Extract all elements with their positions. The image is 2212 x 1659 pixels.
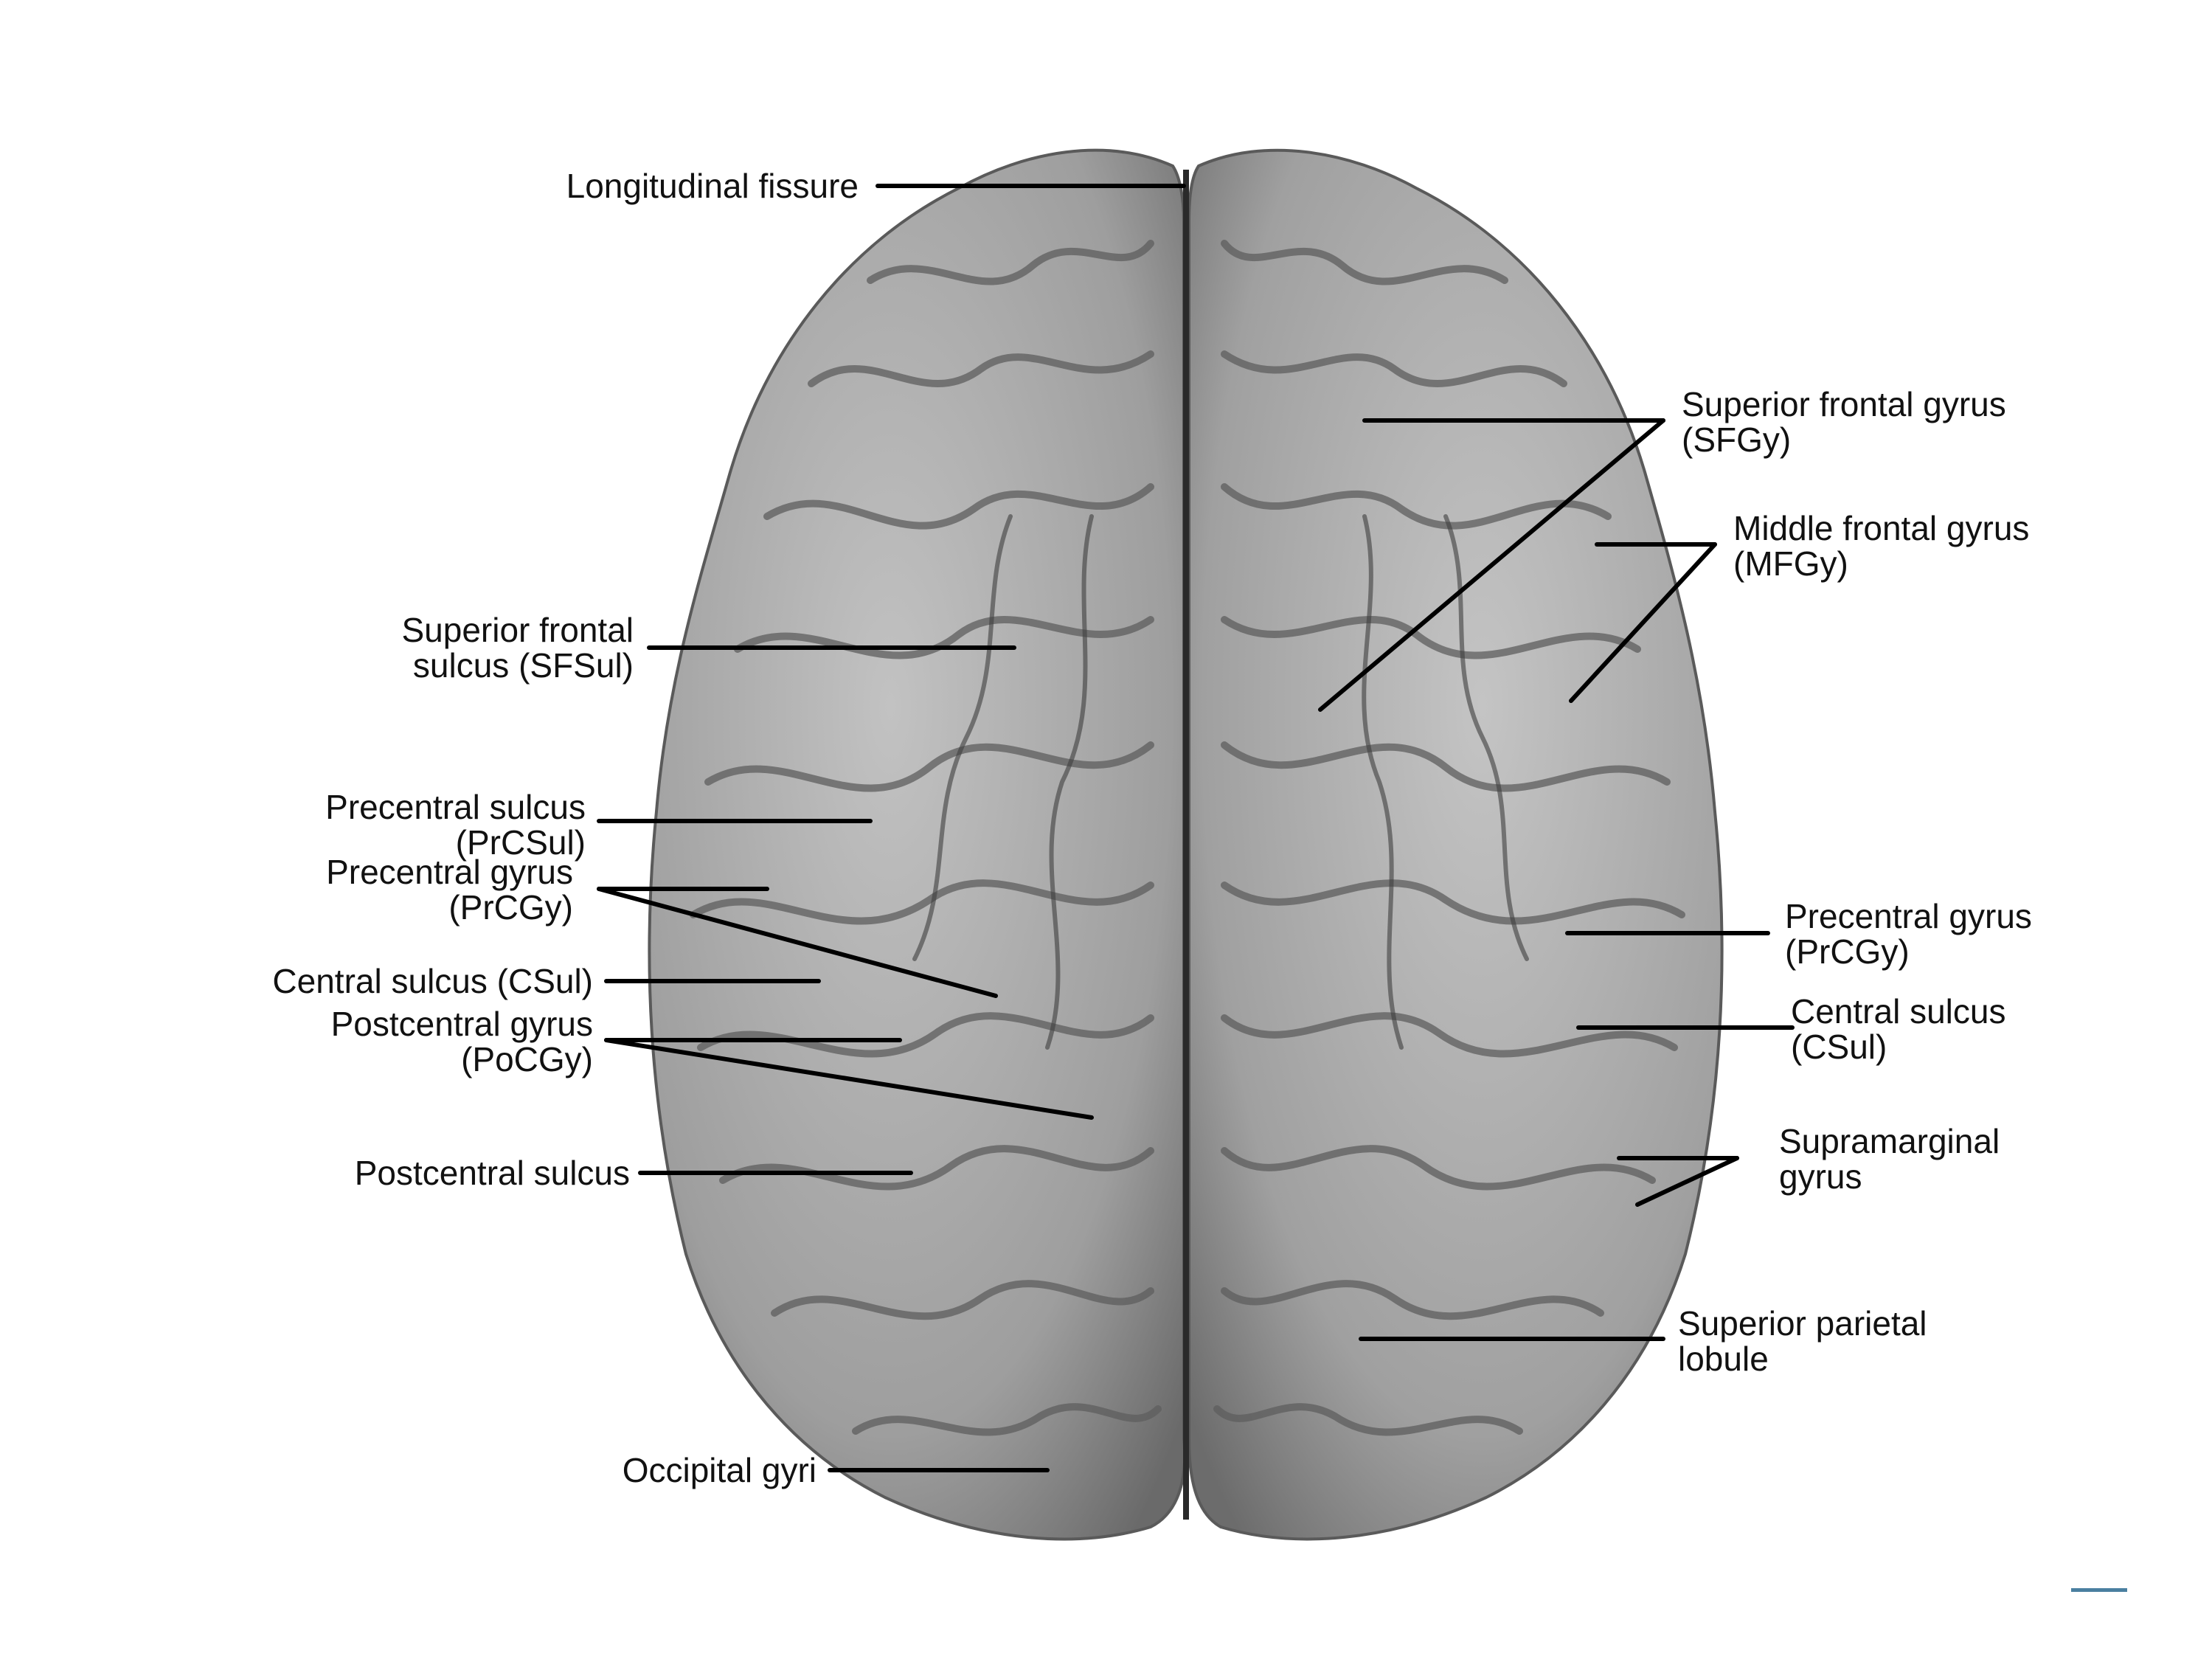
- label-superior-frontal-gyrus: Superior frontal gyrus (SFGy): [1682, 385, 2006, 459]
- leader-supramarginal-gyrus-b: [1635, 1156, 1739, 1207]
- label-central-sulcus-right: Central sulcus (CSul): [1791, 992, 2006, 1066]
- gyri-pattern: [690, 240, 1685, 1436]
- leader-superior-frontal-gyrus-b: [1318, 418, 1665, 712]
- label-postcentral-sulcus: Postcentral sulcus: [354, 1154, 630, 1192]
- label-superior-frontal-sulcus: Superior frontal sulcus (SFSul): [401, 611, 634, 685]
- label-superior-parietal-lobule: Superior parietal lobule: [1678, 1304, 1927, 1378]
- leader-lines: [597, 184, 1795, 1472]
- accent-bar: [2071, 1588, 2127, 1592]
- label-precentral-sulcus: Precentral sulcus (PrCSul): [325, 788, 586, 862]
- label-postcentral-gyrus: Postcentral gyrus (PoCGy): [330, 1005, 593, 1078]
- leader-precentral-gyrus-left-b: [597, 887, 998, 998]
- label-precentral-gyrus-right: Precentral gyrus (PrCGy): [1785, 897, 2032, 971]
- leader-middle-frontal-gyrus-b: [1569, 542, 1717, 703]
- right-hemisphere: [1188, 148, 1724, 1541]
- left-hemisphere: [648, 148, 1187, 1541]
- label-occipital-gyri: Occipital gyri: [622, 1451, 817, 1489]
- leader-postcentral-gyrus-b: [604, 1038, 1094, 1120]
- label-longitudinal-fissure: Longitudinal fissure: [566, 167, 859, 205]
- label-middle-frontal-gyrus: Middle frontal gyrus (MFGy): [1733, 509, 2030, 583]
- label-supramarginal-gyrus: Supramarginal gyrus: [1779, 1122, 2000, 1196]
- label-precentral-gyrus-left: Precentral gyrus (PrCGy): [326, 853, 573, 927]
- label-central-sulcus-left: Central sulcus (CSul): [272, 962, 593, 1000]
- sulci-pattern: [912, 514, 1529, 1050]
